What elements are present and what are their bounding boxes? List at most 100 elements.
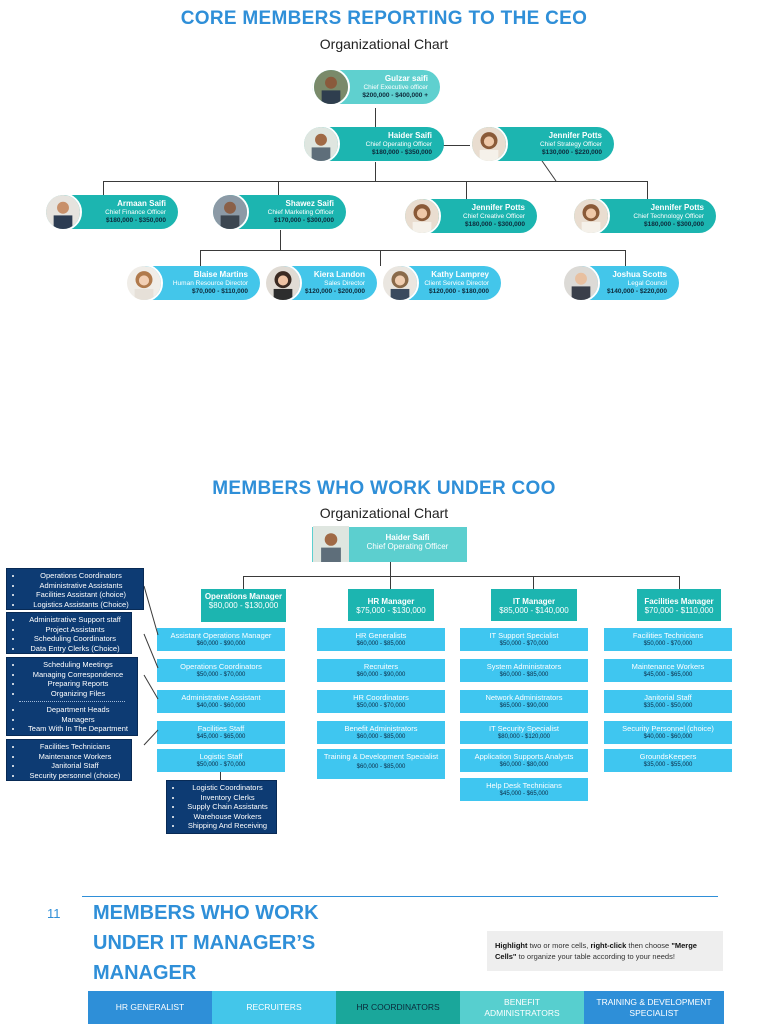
- manager-range: $80,000 - $130,000: [201, 601, 286, 611]
- connector: [375, 162, 376, 182]
- role-box: Recruiters$60,000 - $90,000: [317, 659, 445, 682]
- connector: [375, 108, 376, 128]
- manager-facilities: Facilities Manager $70,000 - $110,000: [637, 589, 721, 621]
- title-line: UNDER IT MANAGER’S: [93, 928, 413, 958]
- duty-item: Inventory Clerks: [183, 793, 272, 803]
- avatar-photo: [403, 197, 441, 235]
- role-title: Maintenance Workers: [604, 662, 732, 671]
- person-salary: $120,000 - $200,000: [305, 288, 365, 296]
- avatar-photo: [562, 264, 600, 302]
- role-box: Security Personnel (choice)$40,000 - $60…: [604, 721, 732, 744]
- duty-item: Security personnel (choice): [23, 771, 127, 781]
- connector: [679, 576, 680, 589]
- section3-title: MEMBERS WHO WORK UNDER IT MANAGER’S MANA…: [93, 898, 413, 988]
- duties-box-2: Administrative Support staff Project Ass…: [6, 612, 132, 654]
- manager-it: IT Manager $85,000 - $140,000: [491, 589, 577, 621]
- person-salary: $200,000 - $400,000 +: [350, 92, 428, 100]
- avatar-photo: [125, 264, 163, 302]
- duty-item: Managing Correspondence: [23, 670, 133, 680]
- role-box: System Administrators$60,000 - $85,000: [460, 659, 588, 682]
- avatar-photo: [470, 125, 508, 163]
- duty-item: Logistics Assistants (Choice): [23, 600, 139, 610]
- it-manager-table-header: HR GENERALIST RECRUITERS HR COORDINATORS…: [88, 991, 724, 1024]
- role-title: Network Administrators: [460, 693, 588, 702]
- duty-item: Shipping And Receiving: [183, 821, 272, 831]
- person-salary: $120,000 - $180,000: [422, 288, 489, 296]
- person-salary: $180,000 - $350,000: [342, 149, 432, 157]
- note-text: to organize your table according to your…: [516, 952, 674, 961]
- person-role: Chief Operating Officer: [354, 542, 461, 551]
- connector: [103, 181, 648, 182]
- avatar-photo: [381, 264, 419, 302]
- role-salary: $50,000 - $70,000: [604, 640, 732, 648]
- role-title: Benefit Administrators: [317, 724, 445, 733]
- person-name: Shawez Saifi: [251, 199, 334, 209]
- role-title: Security Personnel (choice): [604, 724, 732, 733]
- role-salary: $60,000 - $85,000: [460, 671, 588, 679]
- connector: [200, 250, 625, 251]
- table-header-cell[interactable]: HR COORDINATORS: [336, 991, 460, 1024]
- manager-title: Operations Manager: [201, 592, 286, 601]
- title-line: MANAGER: [93, 958, 413, 988]
- table-header-cell[interactable]: BENEFIT ADMINISTRATORS: [460, 991, 584, 1024]
- role-title: Recruiters: [317, 662, 445, 671]
- connector: [380, 250, 381, 266]
- table-header-cell[interactable]: RECRUITERS: [212, 991, 336, 1024]
- duty-item: Project Assistants: [23, 625, 127, 635]
- role-salary: $60,000 - $90,000: [317, 671, 445, 679]
- avatar-photo: [313, 526, 349, 562]
- manager-range: $85,000 - $140,000: [491, 606, 577, 616]
- role-salary: $60,000 - $85,000: [317, 763, 445, 771]
- role-salary: $45,000 - $65,000: [157, 733, 285, 741]
- person-name: Joshua Scotts: [603, 270, 667, 280]
- role-box: GroundsKeepers$35,000 - $55,000: [604, 749, 732, 772]
- duty-item: Scheduling Meetings: [23, 660, 133, 670]
- manager-title: Facilities Manager: [637, 597, 721, 606]
- merge-cells-note: Highlight two or more cells, right-click…: [487, 931, 723, 971]
- duty-item: Supply Chain Assistants: [183, 802, 272, 812]
- duty-item: Preparing Reports: [23, 679, 133, 689]
- person-salary: $180,000 - $300,000: [612, 221, 704, 229]
- connector: [243, 576, 680, 577]
- role-title: IT Security Specialist: [460, 724, 588, 733]
- connector: [220, 772, 221, 780]
- manager-title: IT Manager: [491, 597, 577, 606]
- avatar-photo: [211, 193, 249, 231]
- role-box: Training & Development Specialist $60,000…: [317, 749, 445, 779]
- role-title: Operations Coordinators: [157, 662, 285, 671]
- connector: [390, 576, 391, 589]
- role-salary: $35,000 - $50,000: [604, 702, 732, 710]
- person-role: Chief Executive officer: [350, 84, 428, 92]
- role-salary: $50,000 - $70,000: [157, 761, 285, 769]
- connector: [533, 576, 534, 589]
- person-role: Chief Strategy Officer: [510, 141, 602, 149]
- role-box: Janitorial Staff$35,000 - $50,000: [604, 690, 732, 713]
- role-salary: $45,000 - $65,000: [460, 790, 588, 798]
- connector: [243, 576, 244, 589]
- section1-subtitle: Organizational Chart: [0, 36, 768, 52]
- duty-item: Team With In The Department: [23, 724, 133, 734]
- role-title: Help Desk Technicians: [460, 781, 588, 790]
- role-title: Logistic Staff: [157, 752, 285, 761]
- duties-box-4: Facilities Technicians Maintenance Worke…: [6, 739, 132, 781]
- duty-item: Organizing Files: [23, 689, 133, 699]
- role-title: Training & Development Specialist: [317, 752, 445, 761]
- role-box: Administrative Assistant$40,000 - $60,00…: [157, 690, 285, 713]
- role-box: Operations Coordinators$50,000 - $70,000: [157, 659, 285, 682]
- person-role: Legal Council: [603, 280, 667, 288]
- manager-range: $75,000 - $130,000: [348, 606, 434, 616]
- table-header-cell[interactable]: TRAINING & DEVELOPMENT SPECIALIST: [584, 991, 724, 1024]
- person-name: Kathy Lamprey: [422, 270, 489, 280]
- avatar-photo: [312, 68, 350, 106]
- duties-box-3: Scheduling Meetings Managing Corresponde…: [6, 657, 138, 736]
- section2-subtitle: Organizational Chart: [0, 505, 768, 521]
- role-box: HR Generalists$60,000 - $85,000: [317, 628, 445, 651]
- box-connectors: [140, 580, 160, 780]
- person-role: Chief Technology Officer: [612, 213, 704, 221]
- table-header-cell[interactable]: HR GENERALIST: [88, 991, 212, 1024]
- person-name: Haider Saifi: [354, 533, 461, 542]
- person-role: Chief Creative Officer: [443, 213, 525, 221]
- person-role: Chief Finance Officer: [84, 209, 166, 217]
- person-role: Client Service Director: [422, 280, 489, 288]
- person-name: Haider Saifi: [342, 131, 432, 141]
